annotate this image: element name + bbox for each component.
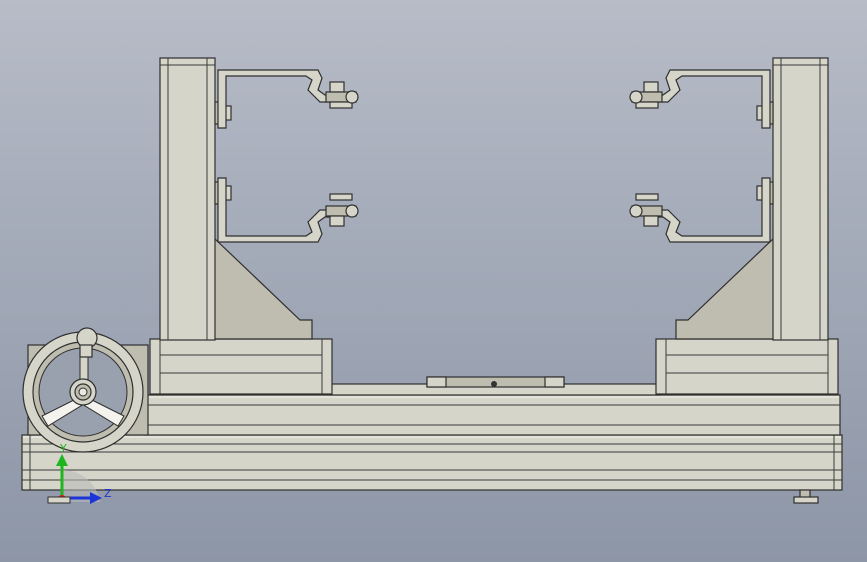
leveling-foot (793, 489, 819, 504)
center-slider (426, 376, 565, 388)
z-axis-arrowhead (90, 492, 102, 504)
right-upright (629, 57, 839, 395)
triad-base (47, 496, 71, 504)
axis-triad: Y Z (47, 442, 112, 504)
z-axis-label: Z (104, 487, 112, 500)
y-axis-arrowhead (56, 454, 68, 466)
y-axis-label: Y (59, 442, 67, 455)
linear-rail (144, 383, 841, 436)
left-upright (149, 57, 359, 395)
base-frame (21, 434, 843, 491)
hand-wheel (22, 327, 149, 453)
